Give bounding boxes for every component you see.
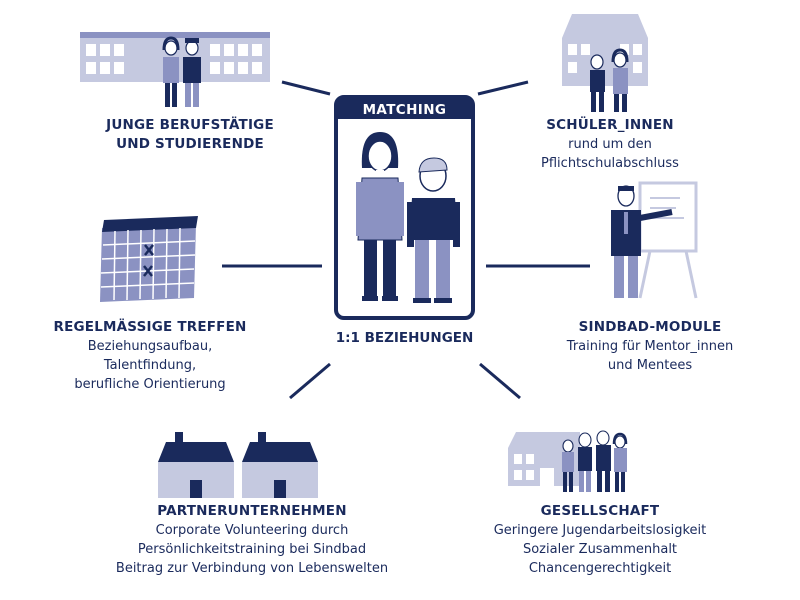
node-gesellschaft: GESELLSCHAFT Geringere Jugendarbeitslosi…	[450, 502, 750, 578]
node-gesellschaft-title: GESELLSCHAFT	[540, 503, 660, 519]
node-partner-line-1: Corporate Volunteering durch	[155, 523, 349, 538]
school-building-illustration	[562, 14, 648, 112]
node-partner-line-2: Persönlichkeitstraining bei Sindbad	[137, 542, 367, 557]
matching-title: MATCHING	[362, 102, 447, 118]
connector-schueler	[477, 80, 529, 96]
connector-lines	[222, 80, 590, 400]
student-figures	[590, 48, 629, 112]
matching-caption: 1:1 BEZIEHUNGEN	[335, 330, 474, 346]
node-gesellschaft-line-1: Geringere Jugendarbeitslosigkeit	[493, 523, 707, 538]
connector-gesellschaft	[479, 362, 521, 400]
node-module-title: SINDBAD-MODULE	[578, 319, 722, 335]
node-treffen-line-2: Talentfindung,	[103, 358, 197, 373]
node-schueler-line-2: Pflichtschulabschluss	[541, 156, 679, 171]
society-group-illustration	[508, 430, 628, 492]
connector-partner	[289, 362, 331, 400]
connector-junge	[281, 80, 331, 96]
node-partnerunternehmen: PARTNERUNTERNEHMEN Corporate Volunteerin…	[102, 502, 402, 578]
group-figures	[562, 430, 628, 492]
node-partner-line-3: Beitrag zur Verbindung von Lebenswelten	[115, 561, 389, 576]
node-sindbad-module: SINDBAD-MODULE Training für Mentor_innen…	[530, 318, 770, 375]
woman-figure	[356, 132, 404, 301]
office-building-illustration	[80, 32, 270, 107]
node-treffen-title: REGELMÄSSIGE TREFFEN	[53, 319, 247, 335]
calendar-illustration	[100, 216, 198, 302]
node-gesellschaft-line-3: Chancengerechtigkeit	[528, 561, 672, 576]
node-schueler-line-1: rund um den	[568, 137, 652, 152]
man-figure	[407, 157, 460, 303]
node-regelmaessige-treffen: REGELMÄSSIGE TREFFEN Beziehungsaufbau, T…	[30, 318, 270, 394]
trainer-flipchart-illustration	[611, 181, 698, 299]
node-schueler-title: SCHÜLER_INNEN	[546, 117, 674, 133]
node-module-line-1: Training für Mentor_innen	[566, 339, 734, 354]
node-junge-berufstaetige: JUNGE BERUFSTÄTIGE UND STUDIERENDE	[60, 116, 320, 154]
node-schueler: SCHÜLER_INNEN rund um den Pflichtschulab…	[500, 116, 720, 173]
node-treffen-line-3: berufliche Orientierung	[74, 377, 226, 392]
calendar-cross-marks	[143, 244, 154, 277]
node-junge-line-1: JUNGE BERUFSTÄTIGE	[106, 117, 274, 133]
node-gesellschaft-line-2: Sozialer Zusammenhalt	[522, 542, 678, 557]
node-treffen-line-1: Beziehungsaufbau,	[87, 339, 213, 354]
matching-card	[334, 95, 475, 320]
node-module-line-2: und Mentees	[607, 358, 693, 373]
young-pair-figures	[162, 36, 201, 107]
partner-houses-illustration	[158, 432, 318, 498]
node-junge-line-2: UND STUDIERENDE	[116, 136, 264, 152]
node-partner-title: PARTNERUNTERNEHMEN	[157, 503, 347, 519]
